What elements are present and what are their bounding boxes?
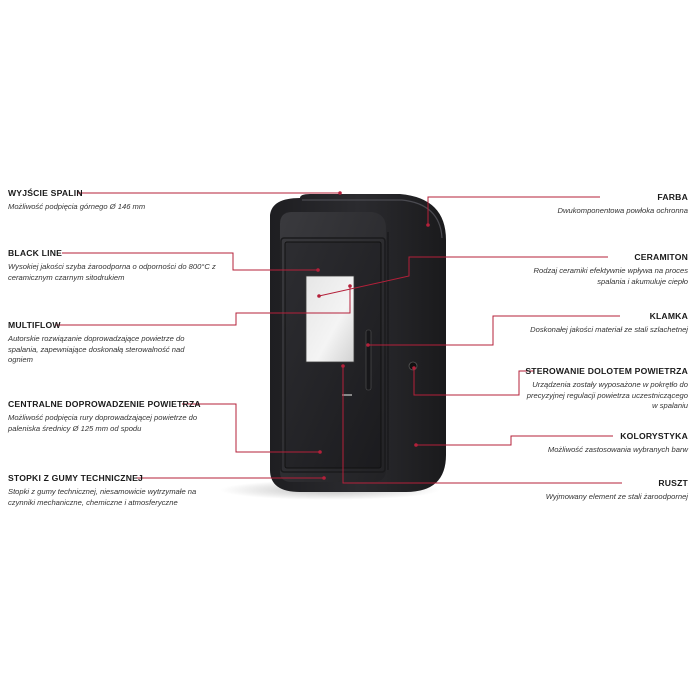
label-desc: Stopki z gumy technicznej, niesamowicie … — [8, 487, 197, 507]
label-title: FARBA — [657, 192, 688, 202]
label-title: CENTRALNE DOPROWADZENIE POWIETRZA — [8, 399, 201, 409]
label-kolorystyka: KOLORYSTYKA Możliwość zastosowania wybra… — [432, 431, 688, 456]
label-desc: Rodzaj ceramiki efektywnie wpływa na pro… — [533, 266, 688, 286]
label-desc: Doskonałej jakości materiał ze stali szl… — [530, 325, 688, 334]
label-title: BLACK LINE — [8, 248, 63, 258]
callout-lines — [56, 192, 622, 484]
label-title: STEROWANIE DOLOTEM POWIETRZA — [525, 366, 688, 376]
label-title: STOPKI Z GUMY TECHNICZNEJ — [8, 473, 144, 483]
label-title: WYJŚCIE SPALIN — [8, 188, 83, 198]
label-desc: Możliwość podpięcia rury doprowadzającej… — [8, 413, 198, 433]
label-black-line: BLACK LINE Wysokiej jakości szyba żarood… — [8, 248, 230, 283]
label-wyjscie-spalin: WYJŚCIE SPALIN Możliwość podpięcia górne… — [8, 188, 268, 213]
door-handle — [365, 329, 372, 391]
label-klamka: KLAMKA Doskonałej jakości materiał ze st… — [432, 311, 688, 336]
callout-dots — [316, 191, 430, 480]
fire-window — [305, 275, 355, 363]
label-farba: FARBA Dwukomponentowa powłoka ochronna — [432, 192, 688, 217]
label-desc: Wyjmowany element ze stali żaroodpornej — [545, 492, 688, 501]
label-ceramiton: CERAMITON Rodzaj ceramiki efektywnie wpł… — [508, 252, 688, 287]
label-desc: Możliwość zastosowania wybranych barw — [547, 445, 688, 454]
label-desc: Urządzenia zostały wyposażone w pokrętło… — [526, 380, 688, 410]
label-desc: Autorskie rozwiązanie doprowadzające pow… — [8, 334, 185, 364]
top-bevel — [302, 199, 443, 239]
label-desc: Dwukomponentowa powłoka ochronna — [557, 206, 688, 215]
label-title: KLAMKA — [649, 311, 688, 321]
label-title: RUSZT — [658, 478, 688, 488]
label-centralne-doprowadzenie: CENTRALNE DOPROWADZENIE POWIETRZA Możliw… — [8, 399, 216, 434]
brand-mark — [342, 394, 352, 396]
label-desc: Wysokiej jakości szyba żaroodporna o odp… — [8, 262, 216, 282]
label-ruszt: RUSZT Wyjmowany element ze stali żaroodp… — [432, 478, 688, 503]
label-desc: Możliwość podpięcia górnego Ø 146 mm — [8, 202, 146, 211]
label-title: CERAMITON — [634, 252, 688, 262]
label-title: MULTIFLOW — [8, 320, 61, 330]
label-title: KOLORYSTYKA — [620, 431, 688, 441]
label-sterowanie: STEROWANIE DOLOTEM POWIETRZA Urządzenia … — [520, 366, 688, 412]
glass-frame — [280, 237, 386, 473]
label-multiflow: MULTIFLOW Autorskie rozwiązanie doprowad… — [8, 320, 196, 366]
label-stopki: STOPKI Z GUMY TECHNICZNEJ Stopki z gumy … — [8, 473, 200, 508]
